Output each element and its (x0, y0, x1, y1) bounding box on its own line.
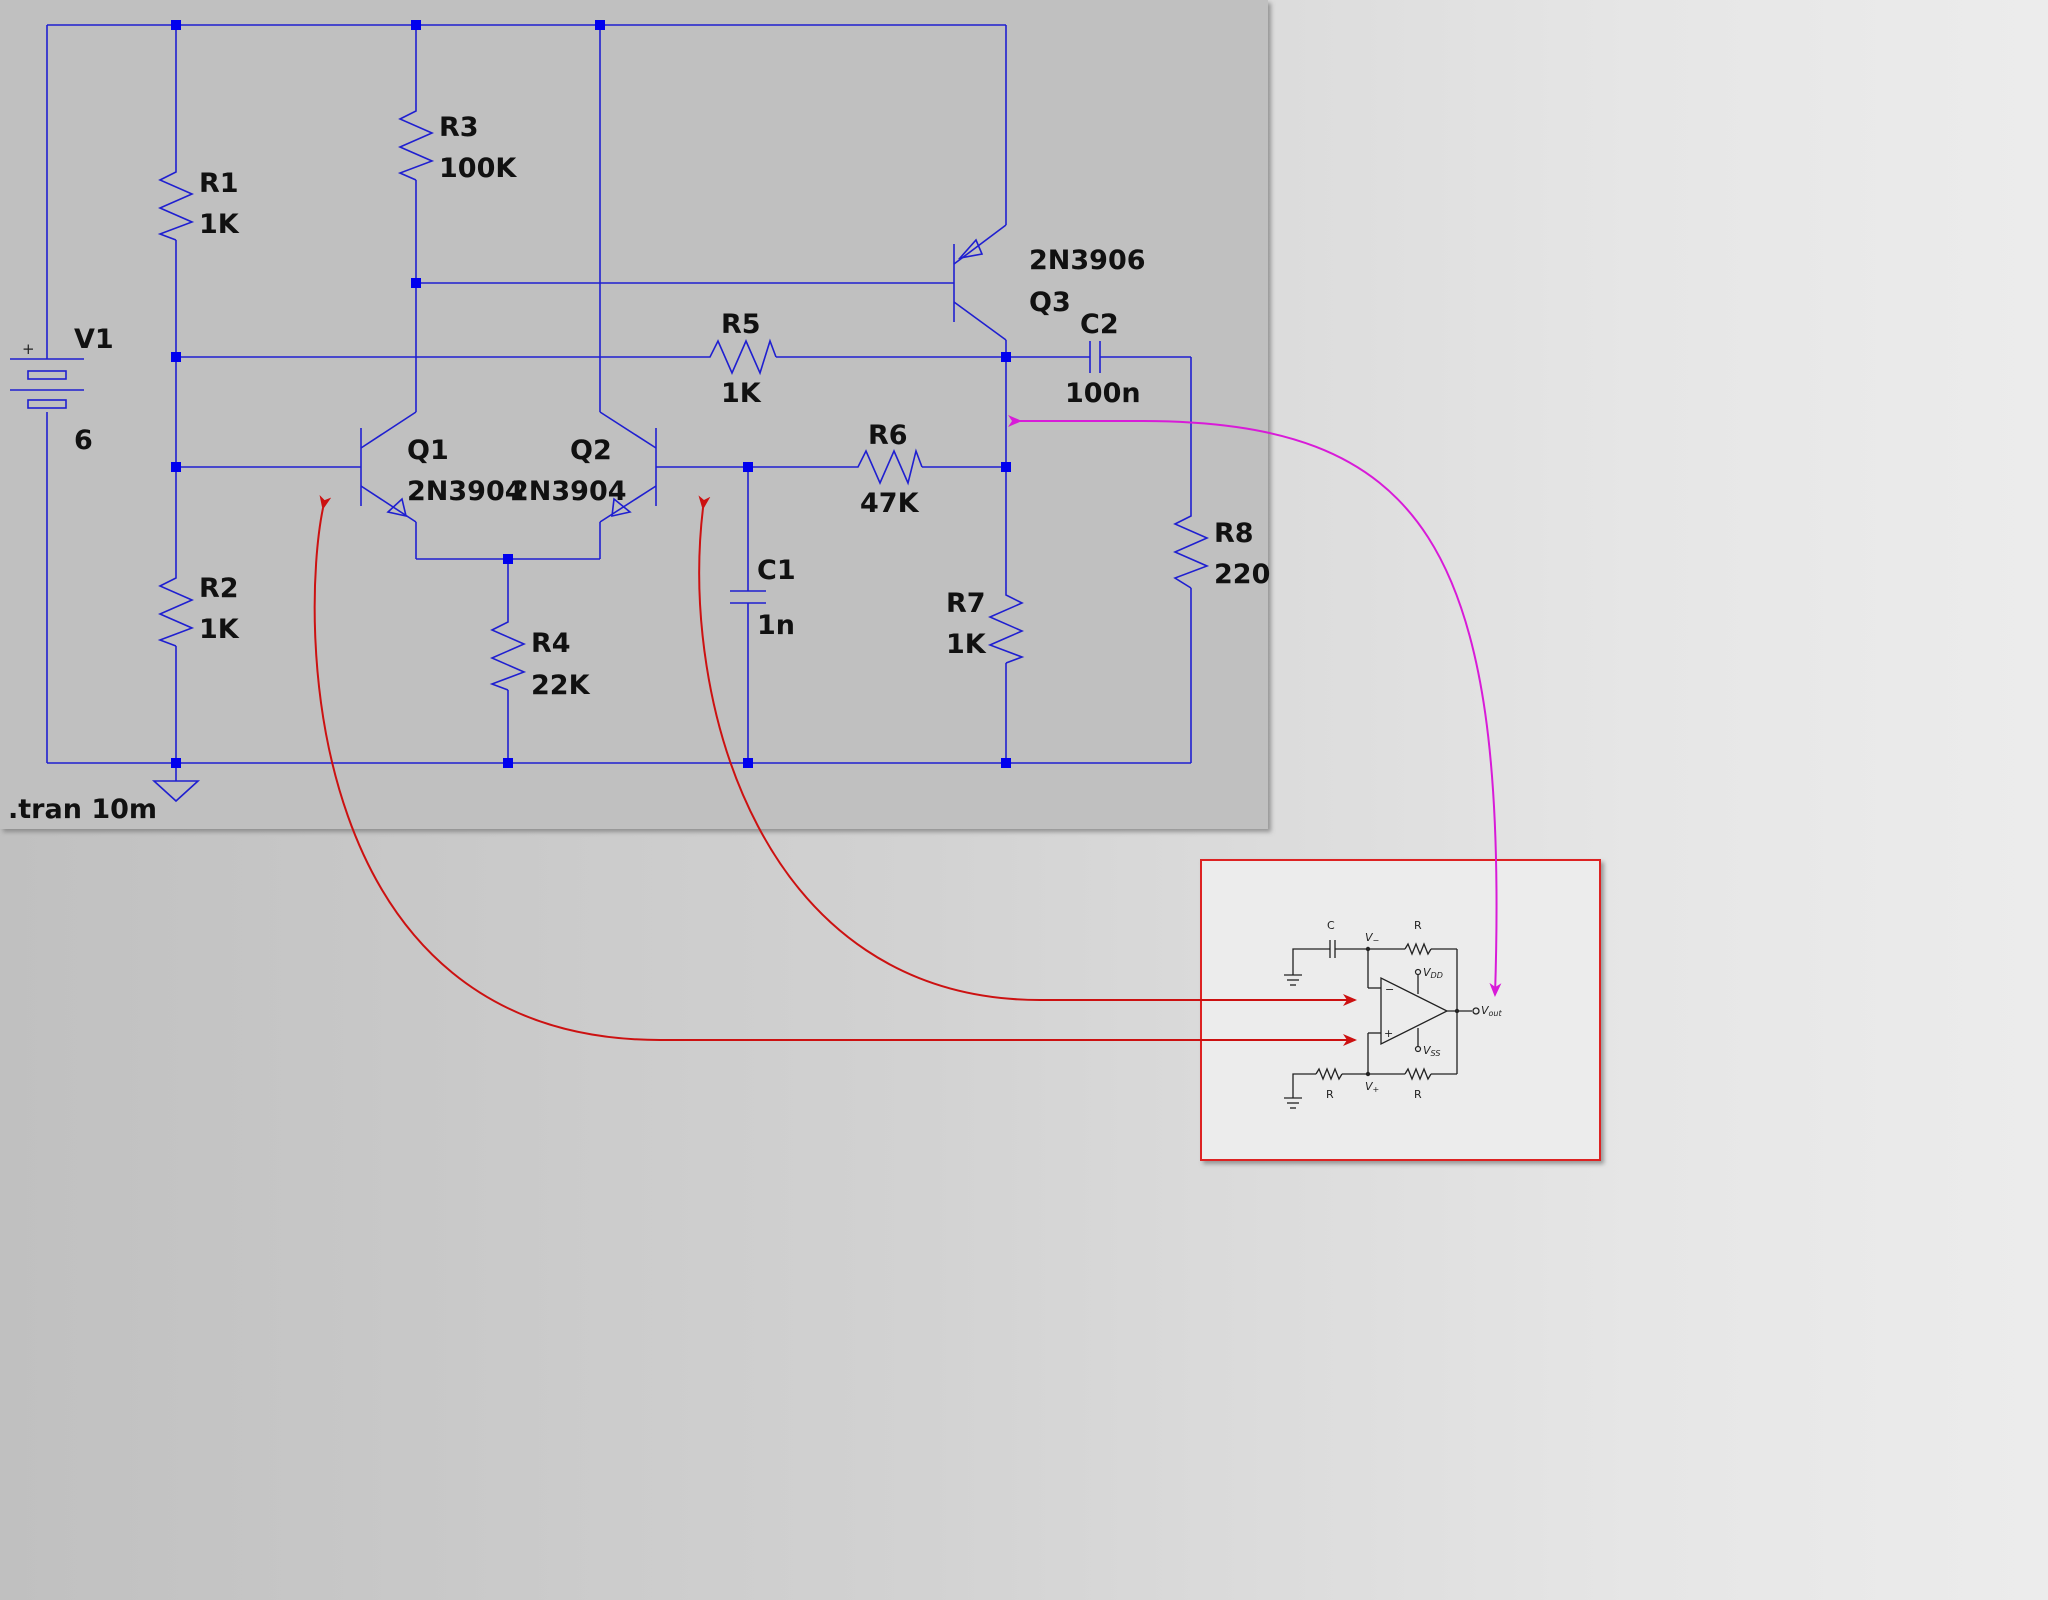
capacitor-c2-symbol[interactable] (1089, 341, 1101, 373)
battery-plus-sign: + (22, 340, 35, 358)
inset-r-bottom-left-label: R (1326, 1088, 1334, 1101)
r3-value-label: 100K (439, 153, 517, 184)
r1-ref-label: R1 (199, 168, 239, 199)
r6-ref-label: R6 (868, 420, 908, 451)
r2-ref-label: R2 (199, 573, 239, 604)
transistor-q3-symbol[interactable] (953, 224, 1007, 341)
c2-value-label: 100n (1065, 378, 1141, 409)
c1-ref-label: C1 (757, 555, 796, 586)
red-arrow-q2-to-minus-input (698, 495, 1357, 1006)
r8-ref-label: R8 (1214, 518, 1254, 549)
inset-c-label: C (1327, 919, 1335, 932)
inset-plus-sign: + (1384, 1027, 1393, 1040)
spice-directive[interactable]: .tran 10m (8, 794, 157, 825)
r1-value-label: 1K (199, 209, 240, 240)
r3-ref-label: R3 (439, 112, 479, 143)
inset-vout-label: Vout (1481, 1004, 1502, 1018)
r5-value-label: 1K (721, 378, 762, 409)
magenta-arrow-output-to-vout (1008, 415, 1502, 997)
v1-ref-label: V1 (74, 324, 114, 355)
opamp-inset: C R R R − + V− V+ VDD VSS Vout (1200, 859, 1601, 1161)
inset-minus-sign: − (1385, 983, 1394, 996)
annotation-arrows (313, 415, 1502, 1046)
inset-r-bottom-right-label: R (1414, 1088, 1422, 1101)
red-arrow-q1-to-plus-input (313, 495, 1357, 1046)
q3-ref-label: Q3 (1029, 287, 1071, 318)
q1-ref-label: Q1 (407, 435, 449, 466)
q2-ref-label: Q2 (570, 435, 612, 466)
battery-v1-symbol[interactable]: + (10, 340, 84, 409)
r2-value-label: 1K (199, 614, 240, 645)
resistor-r3-symbol[interactable] (397, 103, 435, 181)
resistor-r6-symbol[interactable] (850, 448, 923, 486)
r4-ref-label: R4 (531, 628, 571, 659)
resistor-r1-symbol[interactable] (157, 164, 195, 241)
r6-value-label: 47K (860, 488, 920, 519)
r8-value-label: 220 (1214, 559, 1270, 590)
r7-ref-label: R7 (946, 588, 986, 619)
q2-value-label: 2N3904 (510, 476, 627, 507)
resistor-r5-symbol[interactable] (702, 338, 777, 376)
r7-value-label: 1K (946, 629, 987, 660)
inset-r-top-label: R (1414, 919, 1422, 932)
v1-value-label: 6 (74, 425, 93, 456)
q1-value-label: 2N3904 (407, 476, 524, 507)
r5-ref-label: R5 (721, 309, 761, 340)
q3-value-label: 2N3906 (1029, 245, 1146, 276)
opamp-inset-frame (1200, 859, 1601, 1161)
resistor-r2-symbol[interactable] (157, 570, 195, 647)
c1-value-label: 1n (757, 610, 795, 641)
inset-vss-label: VSS (1423, 1044, 1440, 1058)
schematic-panel[interactable] (0, 0, 1268, 829)
c2-ref-label: C2 (1080, 309, 1119, 340)
r4-value-label: 22K (531, 670, 591, 701)
inset-v-plus-label: V+ (1365, 1080, 1379, 1094)
